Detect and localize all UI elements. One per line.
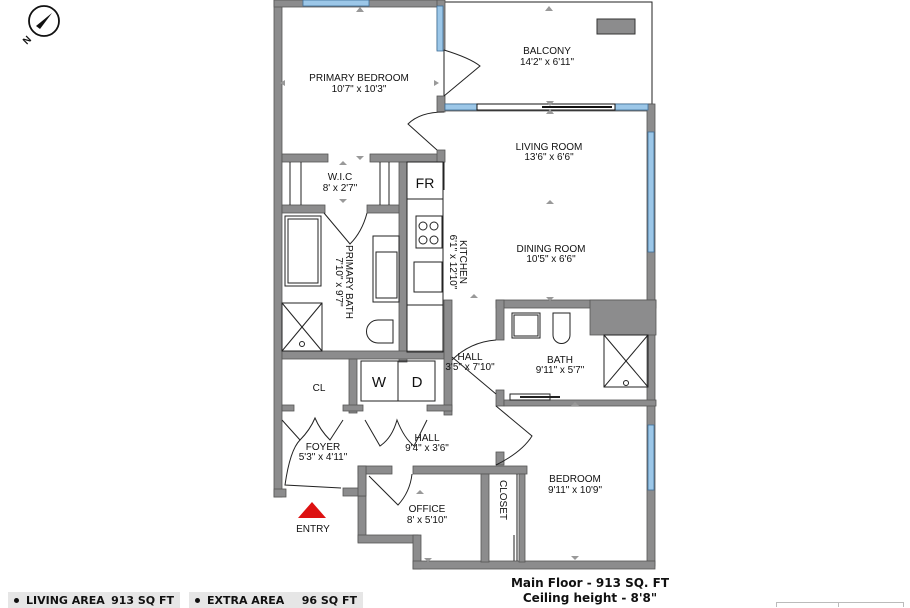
hall-2-label: HALL	[414, 433, 439, 444]
svg-text:N: N	[21, 34, 34, 47]
dining-room-dims: 10'5" x 6'6"	[526, 254, 576, 265]
foyer-dims: 5'3" x 4'11"	[299, 452, 348, 463]
measure-markers	[280, 6, 579, 562]
wic-label: W.I.C	[328, 172, 352, 183]
primary-bedroom-label: PRIMARY BEDROOM	[309, 73, 409, 84]
closet-label: CLOSET	[497, 480, 508, 520]
living-room-dims: 13'6" x 6'6"	[524, 152, 574, 163]
bath-label: BATH	[547, 355, 573, 366]
fixtures	[281, 161, 649, 561]
legend-living-area: LIVING AREA 913 SQ FT	[8, 592, 180, 608]
floor-info: Main Floor - 913 SQ. FT Ceiling height -…	[505, 576, 675, 606]
balcony-unit	[596, 18, 636, 35]
bullet-icon	[195, 598, 200, 603]
legend-label: LIVING AREA	[26, 593, 105, 607]
living-room-label: LIVING ROOM	[516, 142, 583, 153]
closet-cl-label: CL	[313, 383, 326, 394]
legend-value: 913 SQ FT	[111, 593, 174, 607]
kitchen-label: KITCHEN	[457, 240, 468, 284]
dining-room-label: DINING ROOM	[517, 244, 586, 255]
entry-arrow-icon	[298, 502, 326, 518]
hall-2-dims: 9'4" x 3'6"	[405, 443, 449, 454]
dryer-label: D	[412, 374, 423, 391]
north-compass-icon: N	[21, 5, 60, 47]
bedroom-label: BEDROOM	[549, 474, 601, 485]
legend-label: EXTRA AREA	[207, 593, 285, 607]
office-label: OFFICE	[409, 504, 446, 515]
primary-bath-dims: 7'10" x 9'7"	[333, 257, 344, 307]
legend-extra-area: EXTRA AREA 96 SQ FT	[189, 592, 363, 608]
primary-bath-label: PRIMARY BATH	[343, 245, 354, 319]
washer-label: W	[372, 374, 387, 391]
primary-bedroom-dims: 10'7" x 10'3"	[332, 84, 387, 95]
balcony-area	[443, 1, 653, 105]
fridge-label: FR	[416, 175, 435, 191]
balcony-dims: 14'2" x 6'11"	[520, 57, 575, 68]
door-swings	[281, 49, 533, 506]
office-dims: 8' x 5'10"	[407, 515, 448, 526]
entry-label: ENTRY	[296, 524, 330, 535]
legend-value: 96 SQ FT	[301, 593, 357, 607]
scale-bar	[776, 602, 904, 607]
balcony-label: BALCONY	[523, 46, 571, 57]
bath-dims: 9'11" x 5'7"	[536, 365, 585, 376]
floor-area-text: Main Floor - 913 SQ. FT	[510, 576, 670, 590]
wic-dims: 8' x 2'7"	[323, 183, 358, 194]
foyer-label: FOYER	[306, 442, 340, 453]
balcony-slider	[476, 103, 616, 111]
ceiling-height-text: Ceiling height - 8'8"	[522, 591, 658, 605]
hall-1-label: HALL	[457, 352, 482, 363]
hall-1-dims: 3'5" x 7'10"	[445, 362, 495, 373]
kitchen-dims: 6'1" x 12'10"	[447, 235, 458, 290]
bedroom-dims: 9'11" x 10'9"	[548, 485, 603, 496]
bullet-icon	[14, 598, 19, 603]
windows	[302, 0, 655, 491]
